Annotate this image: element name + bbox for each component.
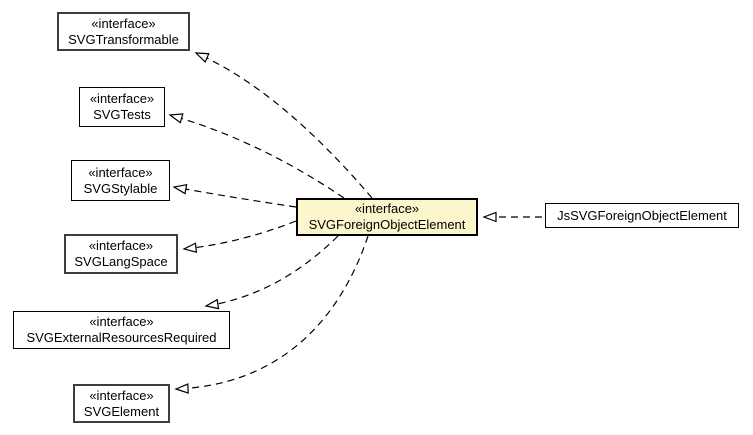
stereotype-label: «interface» [354,201,420,216]
interface-name: SVGTests [93,107,151,122]
interface-name: SVGLangSpace [74,254,168,269]
interface-name: SVGForeignObjectElement [308,217,466,232]
stereotype-label: «interface» [89,91,155,106]
stereotype-label: «interface» [89,387,154,403]
class-name: JsSVGForeignObjectElement [557,207,727,223]
stereotype-label: «interface» [89,314,154,329]
interface-name: SVGElement [83,403,160,419]
node-svglangspace[interactable]: «interface» SVGLangSpace [64,234,178,274]
edge-center-to-svgexternalresourcesrequired [204,235,339,310]
edge-center-to-svglangspace [182,220,297,253]
stereotype-label: «interface» [91,15,156,31]
edge-center-to-svgstylable [172,183,297,208]
stereotype-label: «interface» [88,238,154,253]
edge-center-to-svgtransformable [194,52,373,199]
node-svgelement[interactable]: «interface» SVGElement [73,384,170,423]
node-svgtransformable[interactable]: «interface» SVGTransformable [57,12,190,51]
node-svgexternalresourcesrequired[interactable]: «interface» SVGExternalResourcesRequired [13,311,230,349]
interface-name: SVGExternalResourcesRequired [26,330,217,345]
node-svgtests[interactable]: «interface» SVGTests [79,87,165,127]
edge-center-to-svgtests [168,113,345,199]
node-svgstylable[interactable]: «interface» SVGStylable [71,160,170,201]
node-jssvgforeignobjectelement[interactable]: JsSVGForeignObjectElement [545,203,739,228]
interface-name: SVGTransformable [68,31,179,47]
interface-name: SVGStylable [83,180,158,196]
stereotype-label: «interface» [88,164,153,180]
node-svgforeignobjectelement[interactable]: «interface» SVGForeignObjectElement [296,198,478,236]
